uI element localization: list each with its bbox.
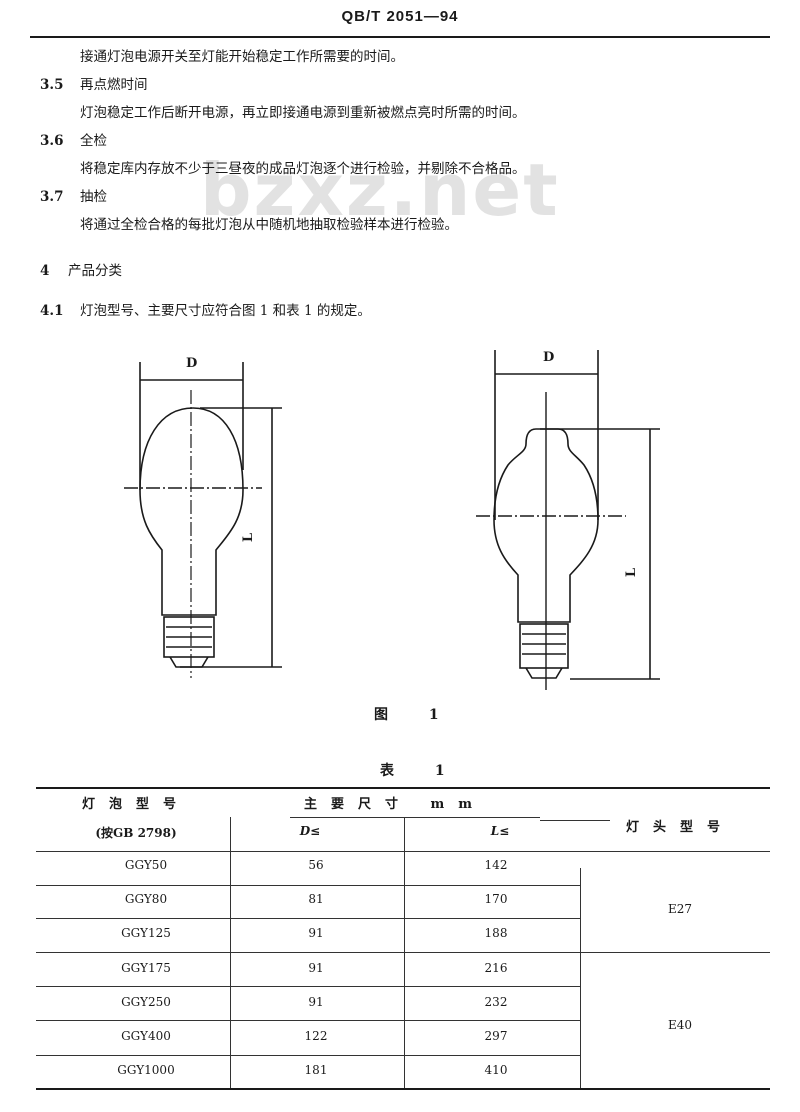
cell-d: 81 [308,892,324,906]
header-model: 灯泡型号 [81,797,190,812]
cell-d: 56 [308,858,324,872]
figure-bulb-ellipsoidal [100,340,320,680]
right-bulb-dim-d: D [543,350,555,365]
section-number: 3.5 [40,77,64,93]
row-rule [36,885,580,886]
header-dimensions: 主要尺寸 mm [303,797,487,812]
row-rule [36,1055,580,1056]
header-cap: 灯头型号 [625,820,734,835]
header-subrule [290,817,540,818]
cell-model: GGY1000 [117,1063,175,1077]
figure-caption: 图 1 [374,707,457,723]
cell-l: 410 [484,1063,508,1077]
section-3-7-body: 将通过全检合格的每批灯泡从中随机地抽取检验样本进行检验。 [80,217,458,233]
cell-d: 91 [308,961,324,975]
header-rule [30,36,770,38]
cell-l: 297 [484,1029,508,1043]
section-3-6-body: 将稳定库内存放不少于三昼夜的成品灯泡逐个进行检验，并剔除不合格品。 [80,161,526,177]
cell-model: GGY50 [124,858,168,872]
section-3-4-body: 接通灯泡电源开关至灯能开始稳定工作所需要的时间。 [80,49,404,65]
table-caption: 表 1 [380,763,463,779]
cell-model: GGY250 [121,995,171,1009]
col-divider [580,868,581,1088]
bulb-drawing-icon [476,350,660,690]
section-4-heading: 4 产品分类 [40,262,122,280]
section-number: 3.7 [40,189,64,205]
row-rule [36,952,770,953]
row-rule [36,918,580,919]
section-title: 产品分类 [68,263,122,279]
row-rule [36,986,580,987]
section-title: 抽检 [80,189,107,205]
table-bottom-rule [36,1088,770,1090]
cell-cap-group-e27: E27 [667,902,693,916]
section-3-5-body: 灯泡稳定工作后断开电源，再立即接通电源到重新被燃点亮时所需的时间。 [80,105,526,121]
header-subrule [540,820,610,821]
cell-model: GGY80 [124,892,168,906]
header-model-sub: (按GB 2798) [95,826,177,840]
header-d: D≤ [299,824,321,838]
bulb-drawing-icon [124,362,282,678]
header-bottom-rule [36,851,770,852]
table-top-rule [36,787,770,789]
row-rule [36,1020,580,1021]
section-title: 全检 [80,133,107,149]
cell-model: GGY125 [121,926,171,940]
section-4-1: 4.1 灯泡型号、主要尺寸应符合图 1 和表 1 的规定。 [40,302,371,320]
section-3-7-heading: 3.7 抽检 [40,188,107,206]
section-title: 再点燃时间 [80,77,148,93]
cell-l: 216 [484,961,508,975]
section-number: 3.6 [40,133,64,149]
header-l: L≤ [490,824,510,838]
right-bulb-dim-l: L [624,567,640,578]
section-number: 4 [40,263,50,279]
watermark: bzxz.net [200,148,560,232]
cell-cap-group-e40: E40 [667,1018,693,1032]
section-3-6-heading: 3.6 全检 [40,132,107,150]
cell-model: GGY400 [121,1029,171,1043]
left-bulb-dim-l: L [241,532,257,543]
section-3-5-heading: 3.5 再点燃时间 [40,76,148,94]
cell-model: GGY175 [121,961,171,975]
cell-l: 232 [484,995,508,1009]
cell-d: 122 [304,1029,328,1043]
left-bulb-dim-d: D [186,356,198,371]
cell-d: 181 [304,1063,328,1077]
figure-bulb-nipple [460,340,680,690]
cell-d: 91 [308,926,324,940]
section-number: 4.1 [40,303,64,319]
cell-l: 142 [484,858,508,872]
standard-code: QB/T 2051—94 [341,8,459,25]
cell-l: 170 [484,892,508,906]
cell-l: 188 [484,926,508,940]
section-text: 灯泡型号、主要尺寸应符合图 1 和表 1 的规定。 [80,303,371,319]
cell-d: 91 [308,995,324,1009]
